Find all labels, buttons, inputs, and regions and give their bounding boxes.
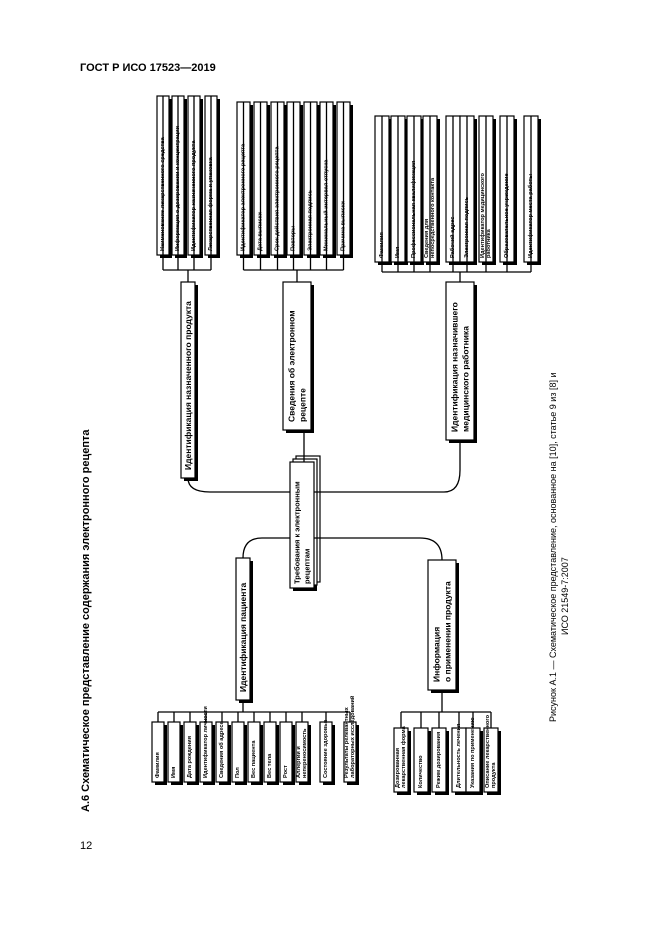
category-product-use-label: Информация xyxy=(432,627,442,682)
leaf-product-use-1-label: лекарственная форма xyxy=(400,725,407,788)
leaf-prescriber-4-label: непосредственного контакта xyxy=(430,177,436,258)
leaf-patient-7-label: Вес пациента xyxy=(251,740,257,778)
leaf-prescription-3: Срок действия электронного рецепта xyxy=(270,101,287,258)
leaf-prescription-7: Причина выписки xyxy=(336,101,353,258)
leaf-prescription-1: Идентификатор электронного рецепта xyxy=(236,101,253,258)
category-patient-identification-label: Идентификация пациента xyxy=(238,582,248,692)
category-product-use-label: о применении продукта xyxy=(443,581,453,682)
leaf-patient-10-label: непереносимость xyxy=(302,728,308,778)
leaf-prescriber-3: Профессиональная квалификация xyxy=(406,115,424,265)
leaf-product-use-5-label: Указания по применению xyxy=(470,717,476,788)
leaf-product-use-3: Режим дозирования xyxy=(431,727,449,795)
leaf-patient-9-label: Рост xyxy=(283,765,289,778)
leaf-patient-6: Пол xyxy=(231,721,247,785)
category-prescriber-identification-label: медицинского работника xyxy=(461,326,471,432)
leaf-patient-11: Состояние здоровья xyxy=(319,720,335,785)
figure-caption-line-1: Рисунок А.1 — Схематическое представлени… xyxy=(548,372,558,723)
category-prescriber-identification-label: Идентификация назначившего xyxy=(450,302,460,432)
leaf-prescription-6: Минимальный интервал отпуска xyxy=(319,101,336,258)
center-box-requirements-frame xyxy=(289,461,315,589)
leaf-patient-6-label: Пол xyxy=(235,767,241,778)
leaf-prescriber-4-label: Сведения для xyxy=(424,219,430,258)
center-box-label: Требования к электронным xyxy=(293,481,302,584)
leaf-product-use-2-label: Количество xyxy=(418,755,424,788)
leaf-product-use-4-label: Длительность лечения xyxy=(456,724,462,788)
leaf-patient-12-label: лабораторных исследований xyxy=(349,695,356,778)
leaf-product-use-4: Длительность лечения xyxy=(451,724,469,795)
leaf-patient-4-label: Идентификатор личности xyxy=(202,706,209,778)
category-prescription-details-label: Сведения об электронном xyxy=(287,310,297,422)
leaf-prescription-4: Повторы xyxy=(286,101,303,258)
category-product-identification: Идентификация назначенного продукта xyxy=(180,281,198,481)
leaf-product-use-3-label: Режим дозирования xyxy=(436,732,442,788)
category-product-identification-label: Идентификация назначенного продукта xyxy=(183,301,193,470)
leaf-product-use-2: Количество xyxy=(413,727,431,795)
leaf-product-use-1-label: Дозированная xyxy=(395,748,401,788)
leaf-patient-8-label: Вес тела xyxy=(267,753,273,778)
category-prescriber-identification-frame xyxy=(445,281,475,441)
leaf-product-id-2: Информация о дозировании и концентрации xyxy=(171,95,187,258)
leaf-product-use-6-label: продукта xyxy=(491,762,497,788)
leaf-patient-7: Вес пациента xyxy=(247,721,263,785)
category-prescription-details-label: рецепте xyxy=(298,388,308,422)
leaf-patient-9: Рост xyxy=(279,721,295,785)
leaf-prescriber-8: Образовательное учреждение xyxy=(499,115,517,265)
leaf-product-id-3: Идентификатор назначенного продукта xyxy=(187,95,203,258)
leaf-prescription-2: Дата выписки xyxy=(253,101,270,258)
leaf-product-id-1: Наименование лекарственного средства xyxy=(156,95,172,258)
leaf-patient-5: Сведения об адресе xyxy=(215,721,231,785)
link-center-to-patient xyxy=(242,537,290,559)
leaf-patient-2-label: Имя xyxy=(171,767,177,778)
leaf-prescriber-2: Имя xyxy=(390,115,408,265)
leaf-patient-4: Идентификатор личности xyxy=(199,706,215,785)
leaf-prescriber-1: Фамилия xyxy=(374,115,392,265)
link-center-to-product-use xyxy=(314,537,443,561)
leaf-prescription-5: Электронная подпись xyxy=(303,101,320,258)
page-number: 12 xyxy=(80,840,93,852)
leaf-patient-2: Имя xyxy=(167,721,183,785)
leaf-patient-5-label: Сведения об адресе xyxy=(218,721,225,778)
leaf-product-use-5: Указания по применению xyxy=(465,717,483,795)
leaf-patient-3-label: Дата рождения xyxy=(187,736,193,778)
leaf-patient-8: Вес тела xyxy=(263,721,279,785)
leaf-patient-1-label: Фамилия xyxy=(155,752,161,778)
leaf-patient-1: Фамилия xyxy=(151,721,167,785)
link-center-to-prescriber xyxy=(314,440,461,493)
leaf-product-use-6-label: Описание лекарственного xyxy=(485,714,491,788)
leaf-prescriber-6: Электронная подпись xyxy=(459,115,477,265)
figure-caption-line-2: ИСО 21549-7:2007 xyxy=(560,557,570,635)
leaf-prescriber-7-label: работника xyxy=(485,228,492,258)
leaf-prescriber-7-label: Идентификатор медицинского xyxy=(479,172,486,258)
leaf-prescriber-9: Идентификатор места работы xyxy=(523,115,541,265)
category-patient-identification: Идентификация пациента xyxy=(235,557,253,703)
document-header: ГОСТ Р ИСО 17523—2019 xyxy=(80,62,216,74)
leaf-patient-11-label: Состояние здоровья xyxy=(323,720,329,778)
leaf-patient-10-label: Аллергии и xyxy=(296,746,302,778)
leaf-patient-3: Дата рождения xyxy=(183,721,199,785)
leaf-product-id-4: Лекарственная форма и упаковка xyxy=(204,95,220,258)
link-center-to-product-id xyxy=(187,477,290,493)
center-box-label: рецептам xyxy=(303,548,312,584)
leaf-patient-12-label: Результаты релевантных xyxy=(344,706,350,778)
